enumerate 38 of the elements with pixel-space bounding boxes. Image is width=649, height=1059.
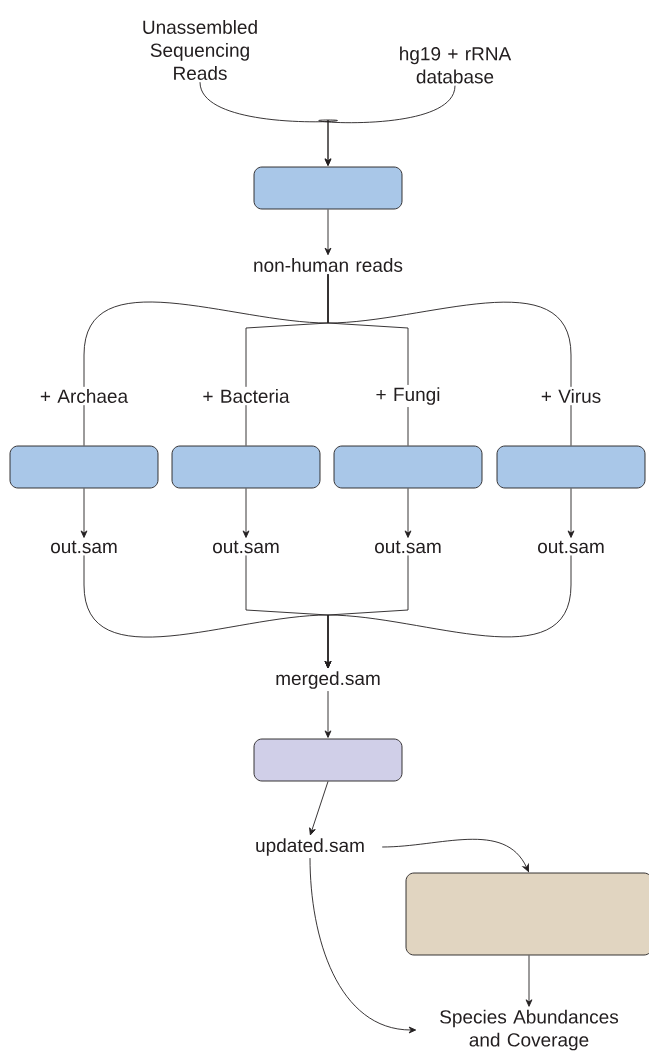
node-label: Unassembled Sequencing Reads — [143, 20, 257, 80]
connector-line — [407, 406, 409, 446]
arrow — [319, 85, 456, 166]
node-label: + Virus — [541, 389, 601, 403]
connector-line — [327, 273, 572, 388]
arrow — [567, 488, 575, 538]
arrow — [242, 488, 250, 538]
node-label: non-human reads — [254, 258, 403, 272]
process-box — [253, 166, 403, 210]
process-box — [496, 445, 646, 489]
node-label: out.sam — [538, 540, 604, 554]
arrow — [324, 555, 572, 669]
node-label: + Bacteria — [203, 389, 290, 403]
node-label: out.sam — [375, 540, 441, 554]
arrow — [80, 488, 88, 538]
process-box — [253, 738, 403, 782]
process-box — [405, 872, 649, 956]
arrow — [309, 857, 417, 1034]
node-label: updated.sam — [256, 838, 364, 856]
connector-line — [83, 404, 85, 446]
node-label: hg19 + rRNA database — [400, 46, 512, 84]
node-label: out.sam — [51, 540, 117, 554]
node-label: + Archaea — [40, 389, 129, 403]
arrow — [525, 955, 533, 1007]
process-box — [9, 445, 159, 489]
node-label: Species Abundances and Coverage — [440, 1009, 619, 1051]
connector-line — [570, 404, 572, 446]
process-box — [171, 445, 321, 489]
arrow — [404, 488, 412, 538]
arrow — [324, 209, 332, 256]
node-label: merged.sam — [276, 671, 380, 689]
connector-line — [245, 404, 247, 446]
node-label: out.sam — [213, 540, 279, 554]
arrow — [324, 690, 332, 738]
process-box — [333, 445, 483, 489]
node-label: + Fungi — [376, 387, 440, 405]
arrow — [309, 781, 329, 836]
arrow — [381, 838, 529, 872]
